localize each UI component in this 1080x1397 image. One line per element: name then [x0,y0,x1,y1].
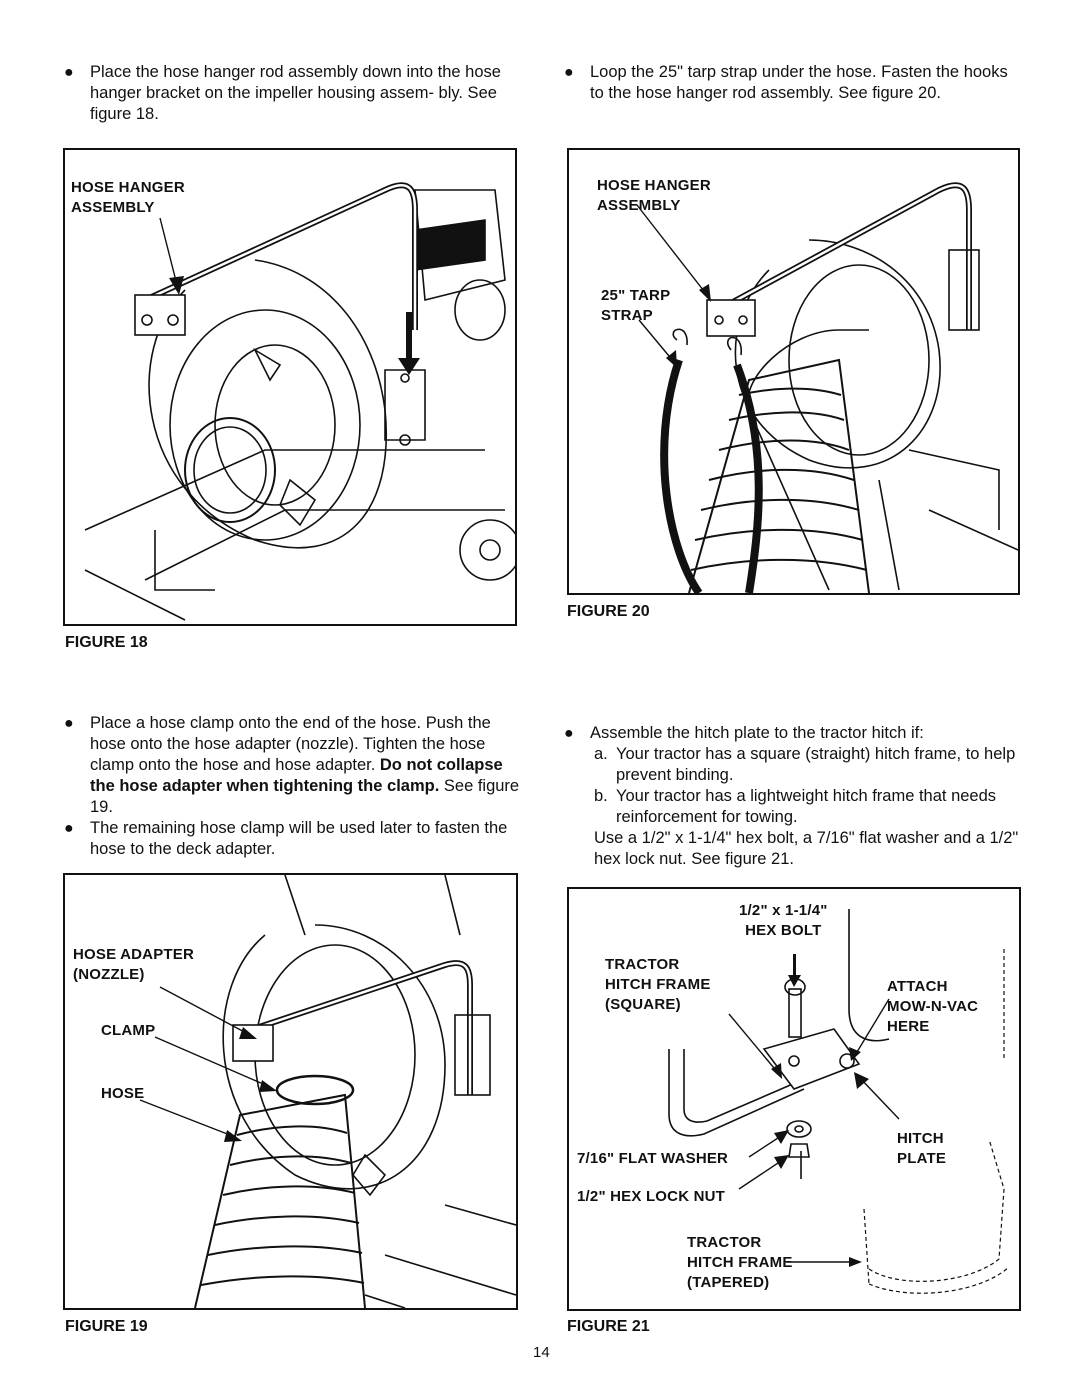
sub-text: Your tractor has a lightweight hitch fra… [616,787,997,826]
figure-20-drawing [636,182,1018,593]
label-line: HOSE ADAPTER [73,946,195,963]
label-hex-lock-nut: 1/2" HEX LOCK NUT [577,1188,726,1205]
label-line: (SQUARE) [605,996,681,1013]
figure-19-illustration: HOSE ADAPTER (NOZZLE) CLAMP HOSE [63,873,518,1310]
bullet-item: ● Place a hose clamp onto the end of the… [60,713,520,818]
bullet-dot: ● [64,820,74,837]
bullet-dot: ● [64,715,74,732]
instruction-block-top-right: ● Loop the 25" tarp strap under the hose… [560,62,1020,104]
bullet-text: Place the hose hanger rod assembly down … [90,63,501,123]
figure-18-illustration: HOSE HANGER ASSEMBLY [63,148,517,626]
label-line: 25" TARP [601,287,671,304]
label-line: 1/2" x 1-1/4" [739,902,828,919]
bullet-item: ● The remaining hose clamp will be used … [60,818,520,860]
instruction-block-mid-left: ● Place a hose clamp onto the end of the… [60,713,520,860]
sub-letter: b. [594,787,608,805]
figure-19-drawing [139,875,516,1308]
label-line: TRACTOR [687,1234,762,1251]
figure-21-illustration: 1/2" x 1-1/4" HEX BOLT TRACTOR HITCH FRA… [567,887,1021,1311]
label-hex-bolt: 1/2" x 1-1/4" HEX BOLT [739,901,828,941]
label-flat-washer: 7/16" FLAT WASHER [577,1150,729,1167]
sub-item-a: a. Your tractor has a square (straight) … [594,744,1030,786]
label-line: MOW-N-VAC [887,998,979,1015]
label-line: HOSE HANGER [71,179,185,196]
bullet-text: Assemble the hitch plate to the tractor … [590,724,924,742]
sub-text: Your tractor has a square (straight) hit… [616,745,1016,784]
bullet-item: ● Place the hose hanger rod assembly dow… [60,62,520,125]
label-line: ASSEMBLY [71,199,155,216]
hardware-note: Use a 1/2" x 1-1/4" hex bolt, a 7/16" fl… [594,829,1019,868]
label-clamp: CLAMP [101,1022,156,1039]
bullet-text: Place a hose clamp onto the end of the h… [90,714,491,774]
label-line: STRAP [601,307,653,324]
label-hose-hanger: HOSE HANGER ASSEMBLY [71,178,185,218]
label-line: ATTACH [887,978,948,995]
label-hitch-plate: HITCH PLATE [897,1129,946,1169]
bullet-dot: ● [564,64,574,81]
figure-20-caption: FIGURE 20 [567,603,650,620]
label-tractor-hitch-tapered: TRACTOR HITCH FRAME (TAPERED) [687,1233,793,1293]
figure-21-drawing [668,909,1010,1294]
bullet-item: ● Assemble the hitch plate to the tracto… [560,723,1030,744]
label-line: (TAPERED) [687,1274,770,1291]
sub-item-b: b. Your tractor has a lightweight hitch … [594,786,1030,828]
label-line: HOSE HANGER [597,177,711,194]
instruction-block-top-left: ● Place the hose hanger rod assembly dow… [60,62,520,125]
bullet-text: The remaining hose clamp will be used la… [90,819,508,858]
label-line: HITCH FRAME [687,1254,793,1271]
label-attach-here: ATTACH MOW-N-VAC HERE [887,977,978,1037]
label-hose-adapter: HOSE ADAPTER (NOZZLE) [73,945,194,985]
label-line: HITCH [897,1130,944,1147]
bullet-dot: ● [564,725,574,742]
label-tarp-strap: 25" TARP STRAP [601,286,670,326]
bullet-tail: See figure 19. [90,777,520,816]
label-hose-hanger-assembly: HOSE HANGER ASSEMBLY [597,176,711,216]
page-number: 14 [533,1344,550,1361]
sub-list: a. Your tractor has a square (straight) … [560,744,1030,828]
label-line: ASSEMBLY [597,197,681,214]
label-line: (NOZZLE) [73,966,145,983]
bullet-warning: Do not collapse the hose adapter when ti… [90,756,503,795]
label-hose: HOSE [101,1085,145,1102]
figure-21-caption: FIGURE 21 [567,1318,650,1335]
label-line: HEX BOLT [745,922,822,939]
instruction-block-mid-right: ● Assemble the hitch plate to the tracto… [560,723,1030,870]
label-line: HERE [887,1018,930,1035]
bullet-text: Loop the 25" tarp strap under the hose. … [590,63,1008,102]
label-line: HITCH FRAME [605,976,711,993]
label-line: TRACTOR [605,956,680,973]
label-tractor-hitch-square: TRACTOR HITCH FRAME (SQUARE) [605,955,711,1015]
figure-18-caption: FIGURE 18 [65,634,148,651]
figure-19-caption: FIGURE 19 [65,1318,148,1335]
label-line: PLATE [897,1150,947,1167]
bullet-item: ● Loop the 25" tarp strap under the hose… [560,62,1020,104]
sub-letter: a. [594,745,608,763]
figure-18-drawing [84,182,515,621]
bullet-dot: ● [64,64,74,81]
figure-20-illustration: HOSE HANGER ASSEMBLY 25" TARP STRAP [567,148,1020,595]
